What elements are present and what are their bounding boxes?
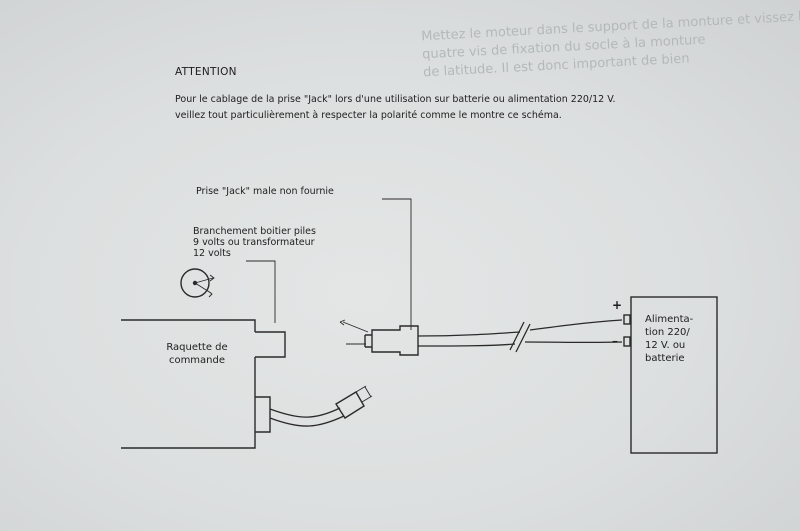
raquette-label: Raquette de commande [166, 342, 228, 366]
instruction-paragraph: Pour le cablage de la prise "Jack" lors … [175, 94, 616, 121]
attention-heading: ATTENTION [175, 66, 237, 78]
raquette-socket-upper [255, 331, 286, 358]
raquette-cable [269, 407, 345, 427]
branchement-label: Branchement boitier piles 9 volts ou tra… [193, 226, 316, 259]
raquette-socket-lower [255, 396, 271, 433]
power-cable-lower [417, 341, 623, 347]
plus-sign: + [612, 298, 623, 312]
raquette-plug [335, 385, 373, 419]
raquette-box [121, 319, 256, 449]
branch-leader-line [246, 260, 276, 323]
jack-socket-symbol [180, 268, 215, 298]
jack-plug [339, 319, 419, 356]
minus-sign: – [612, 334, 618, 348]
positive-terminal [623, 314, 631, 325]
negative-terminal [623, 336, 631, 347]
power-supply-box [630, 296, 718, 454]
cable-break-mark [509, 321, 531, 353]
alimentation-label: Alimenta- tion 220/ 12 V. ou batterie [645, 314, 694, 364]
jack-label: Prise "Jack" male non fournie [196, 186, 334, 197]
power-cable-upper [417, 319, 623, 337]
jack-leader-line [382, 198, 412, 330]
